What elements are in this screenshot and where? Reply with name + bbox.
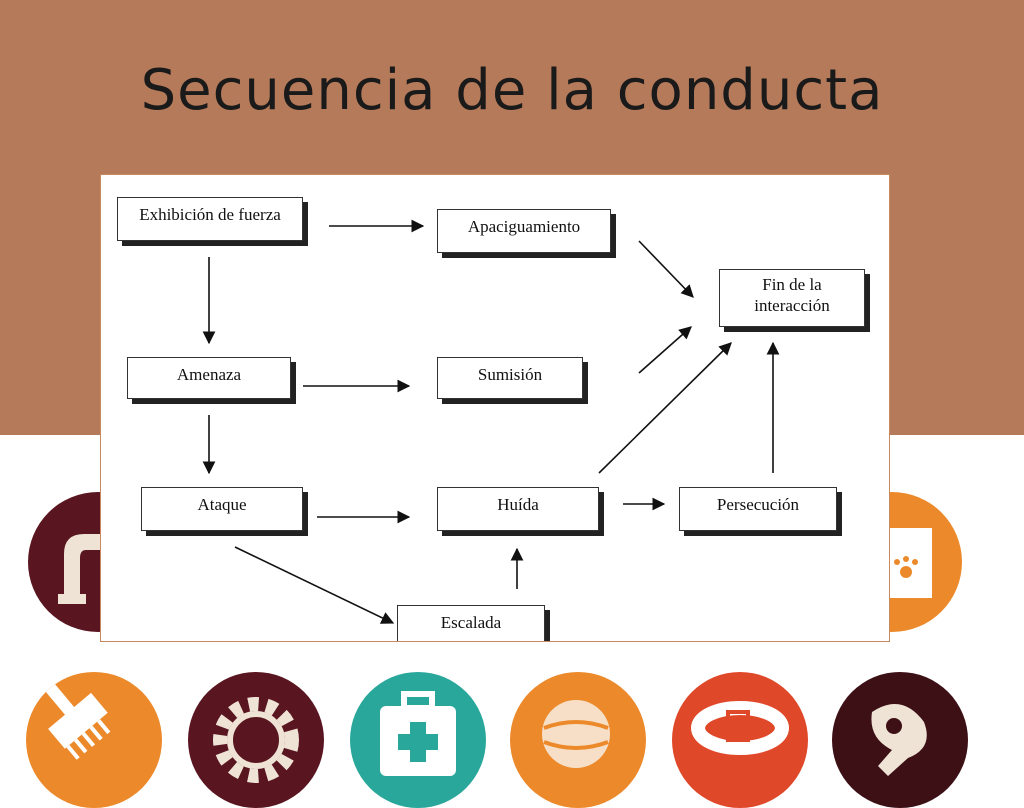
node-huida: Huída: [437, 487, 599, 531]
arrow-huida-fin: [598, 342, 732, 474]
node-apaciguamiento: Apaciguamiento: [437, 209, 611, 253]
node-escalada: Escalada: [397, 605, 545, 641]
node-sumision: Sumisión: [437, 357, 583, 399]
arrow-ataque-escalada: [234, 546, 395, 624]
node-fin-de-la-interaccion: Fin de la interacción: [719, 269, 865, 327]
node-ataque: Ataque: [141, 487, 303, 531]
node-persecucion: Persecución: [679, 487, 837, 531]
ball-icon: [510, 672, 646, 808]
diagram-arrows: [202, 219, 780, 624]
collar-icon: [672, 672, 808, 808]
brush-icon: [26, 672, 162, 808]
behavior-sequence-diagram: Exhibición de fuerza Apaciguamiento Fin …: [100, 174, 890, 642]
slide-title: Secuencia de la conducta: [140, 58, 884, 123]
gear-icon: [188, 672, 324, 808]
meat-bone-icon: [832, 672, 968, 808]
node-amenaza: Amenaza: [127, 357, 291, 399]
arrow-apaciguamiento-fin: [638, 240, 694, 298]
first-aid-kit-icon: [350, 672, 486, 808]
node-exhibicion-de-fuerza: Exhibición de fuerza: [117, 197, 303, 241]
arrow-sumision-fin: [638, 326, 692, 374]
